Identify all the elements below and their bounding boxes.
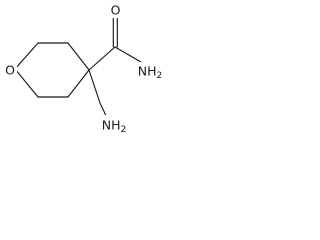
atom-labels: O O NH2 NH2 bbox=[3, 2, 167, 135]
bond-c4-carbonyl-carbon bbox=[88, 46, 116, 71]
ring-oxygen-label: O bbox=[5, 63, 15, 78]
bond-carbonyl-carbon-nitrogen bbox=[114, 46, 142, 63]
bond-ring-c5-o bbox=[14, 68, 39, 98]
amide-nitrogen-label: NH2 bbox=[138, 64, 162, 82]
ring-oxygen-bg bbox=[3, 61, 17, 78]
bond-ring-c2-c4 bbox=[67, 42, 90, 71]
bond-ring-o-c1 bbox=[14, 42, 39, 70]
bond-ring-c4-c3 bbox=[67, 69, 90, 98]
bond-c4-methylene bbox=[88, 69, 101, 104]
carbonyl-oxygen-label: O bbox=[111, 3, 121, 18]
amine-nitrogen-label: NH2 bbox=[102, 118, 126, 136]
carbonyl-oxygen-bg bbox=[108, 2, 123, 18]
carboxamide-group bbox=[88, 16, 142, 71]
amine-nitrogen-bg bbox=[97, 115, 131, 133]
amide-nitrogen-bg bbox=[133, 62, 167, 80]
structure-diagram: O O NH2 NH2 bbox=[3, 2, 167, 135]
aminomethyl-group bbox=[88, 69, 109, 121]
ring-bonds bbox=[14, 42, 90, 98]
